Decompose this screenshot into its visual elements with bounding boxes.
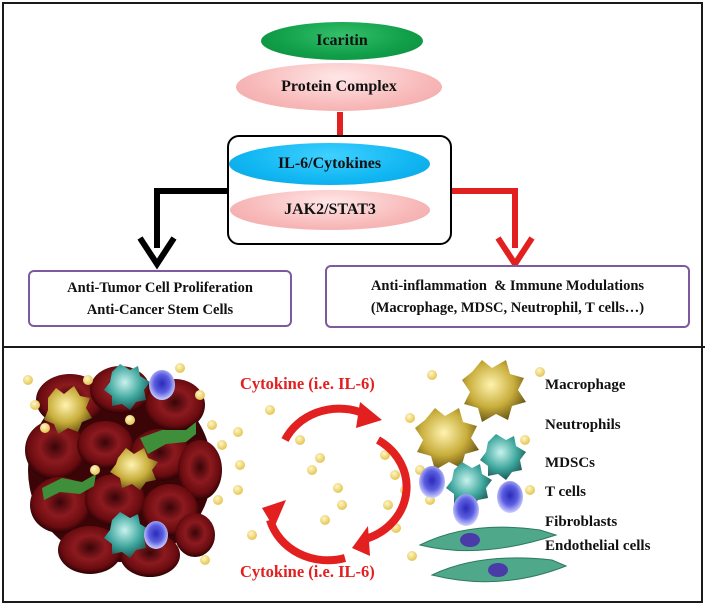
- outcome-immune: Anti-inflammation & Immune Modulations (…: [325, 265, 690, 328]
- cycle-label-top: Cytokine (i.e. IL-6): [240, 374, 375, 393]
- tumor-immune-cells: [42, 364, 196, 558]
- cycle-arc-right: [360, 436, 411, 544]
- outcome-immune-line1: Anti-inflammation & Immune Modulations: [370, 277, 645, 294]
- jak2-stat3-node: JAK2/STAT3: [230, 190, 430, 230]
- outcome-antitumor: Anti-Tumor Cell Proliferation Anti-Cance…: [28, 270, 292, 327]
- cytokine-cycle: [266, 404, 411, 565]
- cycle-label-bottom: Cytokine (i.e. IL-6): [240, 562, 375, 581]
- icaritin-node: Icaritin: [261, 22, 423, 60]
- outcome-antitumor-line2: Anti-Cancer Stem Cells: [86, 301, 234, 318]
- figure-frame: [2, 2, 703, 603]
- arrow-left-head: [137, 236, 177, 270]
- arrow-left-line: [154, 188, 230, 248]
- arrow-right-head: [495, 236, 535, 270]
- outcome-antitumor-line1: Anti-Tumor Cell Proliferation: [67, 279, 253, 296]
- label-t-cells: T cells: [545, 484, 586, 500]
- arrow-right-line: [450, 188, 518, 248]
- label-mdscs: MDSCs: [545, 455, 596, 471]
- il6-cytokines-node: IL-6/Cytokines: [229, 143, 430, 185]
- immune-cells-right: [415, 360, 568, 583]
- label-fibroblasts: Fibroblasts: [545, 514, 618, 530]
- label-macrophage: Macrophage: [545, 377, 626, 393]
- cycle-arc-bottom: [266, 518, 347, 565]
- cycle-arc-top: [281, 404, 362, 442]
- outcome-immune-line2: (Macrophage, MDSC, Neutrophil, T cells…): [370, 299, 645, 316]
- panel-divider: [2, 346, 705, 348]
- cycle-arrowheads: [262, 402, 382, 556]
- label-endothelial-cells: Endothelial cells: [545, 538, 651, 554]
- label-neutrophils: Neutrophils: [545, 417, 621, 433]
- protein-complex-node: Protein Complex: [236, 63, 442, 111]
